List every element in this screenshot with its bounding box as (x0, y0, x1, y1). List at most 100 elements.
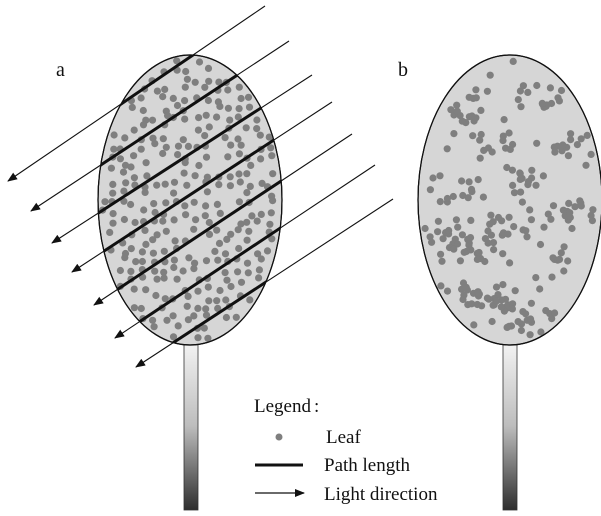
leaf-dot (236, 105, 243, 112)
leaf-dot (517, 87, 524, 94)
leaf-dot (565, 200, 572, 207)
leaf-dot (528, 167, 535, 174)
leaf-dot (457, 257, 464, 264)
leaf-dot (253, 125, 260, 132)
leaf-dot (138, 94, 145, 101)
leaf-dot (211, 248, 218, 255)
leaf-dot (474, 256, 481, 263)
leaf-dot (234, 135, 241, 142)
leaf-dot (237, 178, 244, 185)
leaf-dot (161, 275, 168, 282)
leaf-dot (175, 143, 182, 150)
leaf-dot (162, 181, 169, 188)
leaf-dot (150, 200, 157, 207)
leaf-dot (213, 114, 220, 121)
leaf-dot (159, 93, 166, 100)
leaf-dot (143, 159, 150, 166)
leaf-dot (517, 189, 524, 196)
leaf-dot (235, 245, 242, 252)
leaf-dot (121, 216, 128, 223)
leaf-dot (235, 226, 242, 233)
leaf-dot (484, 88, 491, 95)
leaf-dot (235, 170, 242, 177)
leaf-dot (184, 303, 191, 310)
leaf-dot (227, 173, 234, 180)
leaf-dot (202, 305, 209, 312)
leaf-dot (175, 322, 182, 329)
leaf-dot (163, 144, 170, 151)
leaf-dot (568, 225, 575, 232)
leaf-dot (223, 277, 230, 284)
leaf-dot (185, 293, 192, 300)
leaf-dot (434, 228, 441, 235)
leaf-dot (182, 84, 189, 91)
leaf-dot (444, 145, 451, 152)
leaf-dot (509, 305, 516, 312)
legend-light-direction-label: Light direction (324, 484, 438, 505)
trunk-a (184, 342, 198, 510)
leaf-dot (255, 274, 262, 281)
leaf-dot (509, 182, 516, 189)
leaf-dot (127, 163, 134, 170)
leaf-dot (503, 164, 510, 171)
leaf-dot (181, 116, 188, 123)
leaf-dot (141, 227, 148, 234)
leaf-dot (131, 174, 138, 181)
leaf-dot (140, 121, 147, 128)
leaf-dot (217, 210, 224, 217)
leaf-dot (565, 152, 572, 159)
leaf-dot (459, 296, 466, 303)
leaf-dot (172, 237, 179, 244)
leaf-dot (122, 179, 129, 186)
leaf-dot (542, 307, 549, 314)
leaf-dot (205, 97, 212, 104)
leaf-dot (269, 197, 276, 204)
leaf-dot (540, 224, 547, 231)
leaf-dot (205, 297, 212, 304)
leaf-dot (150, 250, 157, 257)
leaf-dot (523, 233, 530, 240)
leaf-dot (429, 174, 436, 181)
leaf-dot (213, 297, 220, 304)
leaf-dot (522, 227, 529, 234)
leaf-dot (194, 305, 201, 312)
leaf-dot (205, 78, 212, 85)
leaf-dot (194, 334, 201, 341)
leaf-dot (450, 246, 457, 253)
leaf-dot (127, 201, 134, 208)
panel-label-b: b (398, 59, 408, 81)
leaf-dot (201, 84, 208, 91)
leaf-dot (489, 318, 496, 325)
leaf-dot (472, 86, 479, 93)
leaf-dot (184, 76, 191, 83)
leaf-dot (467, 217, 474, 224)
leaf-dot (558, 87, 565, 94)
leaf-dot (171, 257, 178, 264)
leaf-dot (153, 182, 160, 189)
leaf-dot (181, 170, 188, 177)
leaf-dot (438, 258, 445, 265)
leaf-dot (422, 225, 429, 232)
leaf-dot (500, 133, 507, 140)
leaf-dot (437, 251, 444, 258)
leaf-dot (101, 198, 108, 205)
leaf-dot (185, 254, 192, 261)
leaf-dot (185, 143, 192, 150)
leaf-dot (578, 135, 585, 142)
leaf-dot (191, 199, 198, 206)
leaf-dot (567, 136, 574, 143)
leaf-dot (162, 199, 169, 206)
leaf-dot (214, 257, 221, 264)
leaf-dot (427, 186, 434, 193)
leaf-dot (524, 89, 531, 96)
leaf-dot (527, 331, 534, 338)
leaf-dot (528, 300, 535, 307)
leaf-dot (180, 267, 187, 274)
leaf-dot (142, 241, 149, 248)
leaf-dot (202, 202, 209, 209)
leaf-dot (111, 131, 118, 138)
leaf-dot (501, 116, 508, 123)
leaf-dot (243, 189, 250, 196)
leaf-dot (468, 300, 475, 307)
leaf-dot (268, 152, 275, 159)
